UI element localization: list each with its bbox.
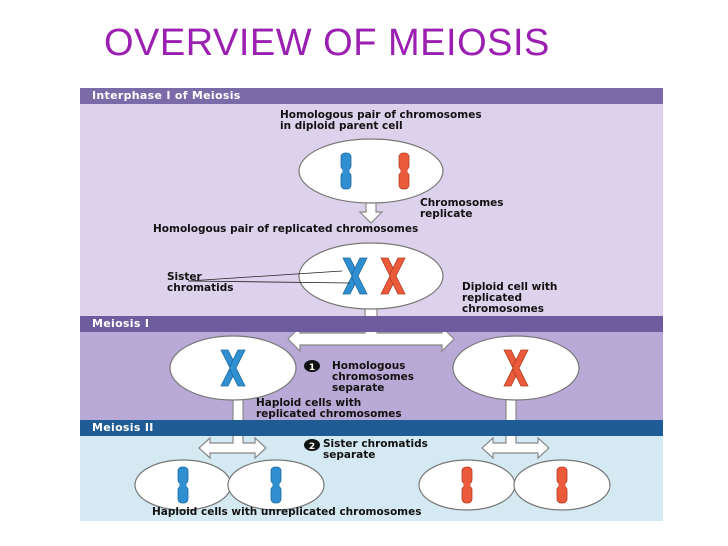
label-homologous-pair: Homologous pair of chromosomes in diploi… bbox=[280, 109, 482, 132]
label-haploid-unreplicated: Haploid cells with unreplicated chromoso… bbox=[152, 506, 422, 518]
label-sister-separate: Sister chromatids separate bbox=[323, 438, 428, 461]
label-diploid-replicated: Diploid cell with replicated chromosomes bbox=[462, 281, 558, 315]
diploid-replicated-cell bbox=[298, 242, 444, 310]
label-haploid-replicated: Haploid cells with replicated chromosome… bbox=[256, 397, 402, 420]
pointer-1 bbox=[187, 270, 343, 282]
label-homologous-separate: Homologous chromosomes separate bbox=[332, 360, 415, 394]
slide-title: OVERVIEW OF MEIOSIS bbox=[104, 22, 550, 64]
step-marker-1-text: 1 bbox=[309, 363, 315, 373]
label-chromosomes-replicate: Chromosomes replicate bbox=[420, 197, 504, 220]
arrow-split-left bbox=[198, 392, 267, 460]
parent-cell bbox=[298, 138, 444, 204]
interphase-header: Interphase I of Meiosis bbox=[80, 88, 663, 104]
interphase-title: Interphase I of Meiosis bbox=[92, 89, 241, 102]
chromosome-maternal bbox=[398, 152, 410, 190]
label-sister-chromatids: Sister chromatids bbox=[167, 271, 234, 294]
meiosis-i-header: Meiosis I bbox=[80, 316, 663, 332]
daughter-3-chromosome bbox=[461, 466, 473, 504]
step-marker-1 bbox=[304, 360, 320, 372]
meiosis-ii-header: Meiosis II bbox=[80, 420, 663, 436]
label-replicated-pair: Homologous pair of replicated chromosome… bbox=[153, 223, 419, 235]
chromosome-paternal bbox=[340, 152, 352, 190]
meiosis-diagram: 1 2 Interphase I of Meiosis Meiosis I Me… bbox=[80, 88, 663, 521]
pointer-2 bbox=[187, 280, 351, 284]
daughter-2-chromosome bbox=[270, 466, 282, 504]
arrow-replicate bbox=[358, 200, 384, 224]
daughter-1-chromosome bbox=[177, 466, 189, 504]
step-marker-2-text: 2 bbox=[309, 442, 315, 452]
meiosis-ii-title: Meiosis II bbox=[92, 421, 154, 434]
step-marker-2 bbox=[304, 439, 320, 451]
meiosis-i-title: Meiosis I bbox=[92, 317, 150, 330]
daughter-4-chromosome bbox=[556, 466, 568, 504]
